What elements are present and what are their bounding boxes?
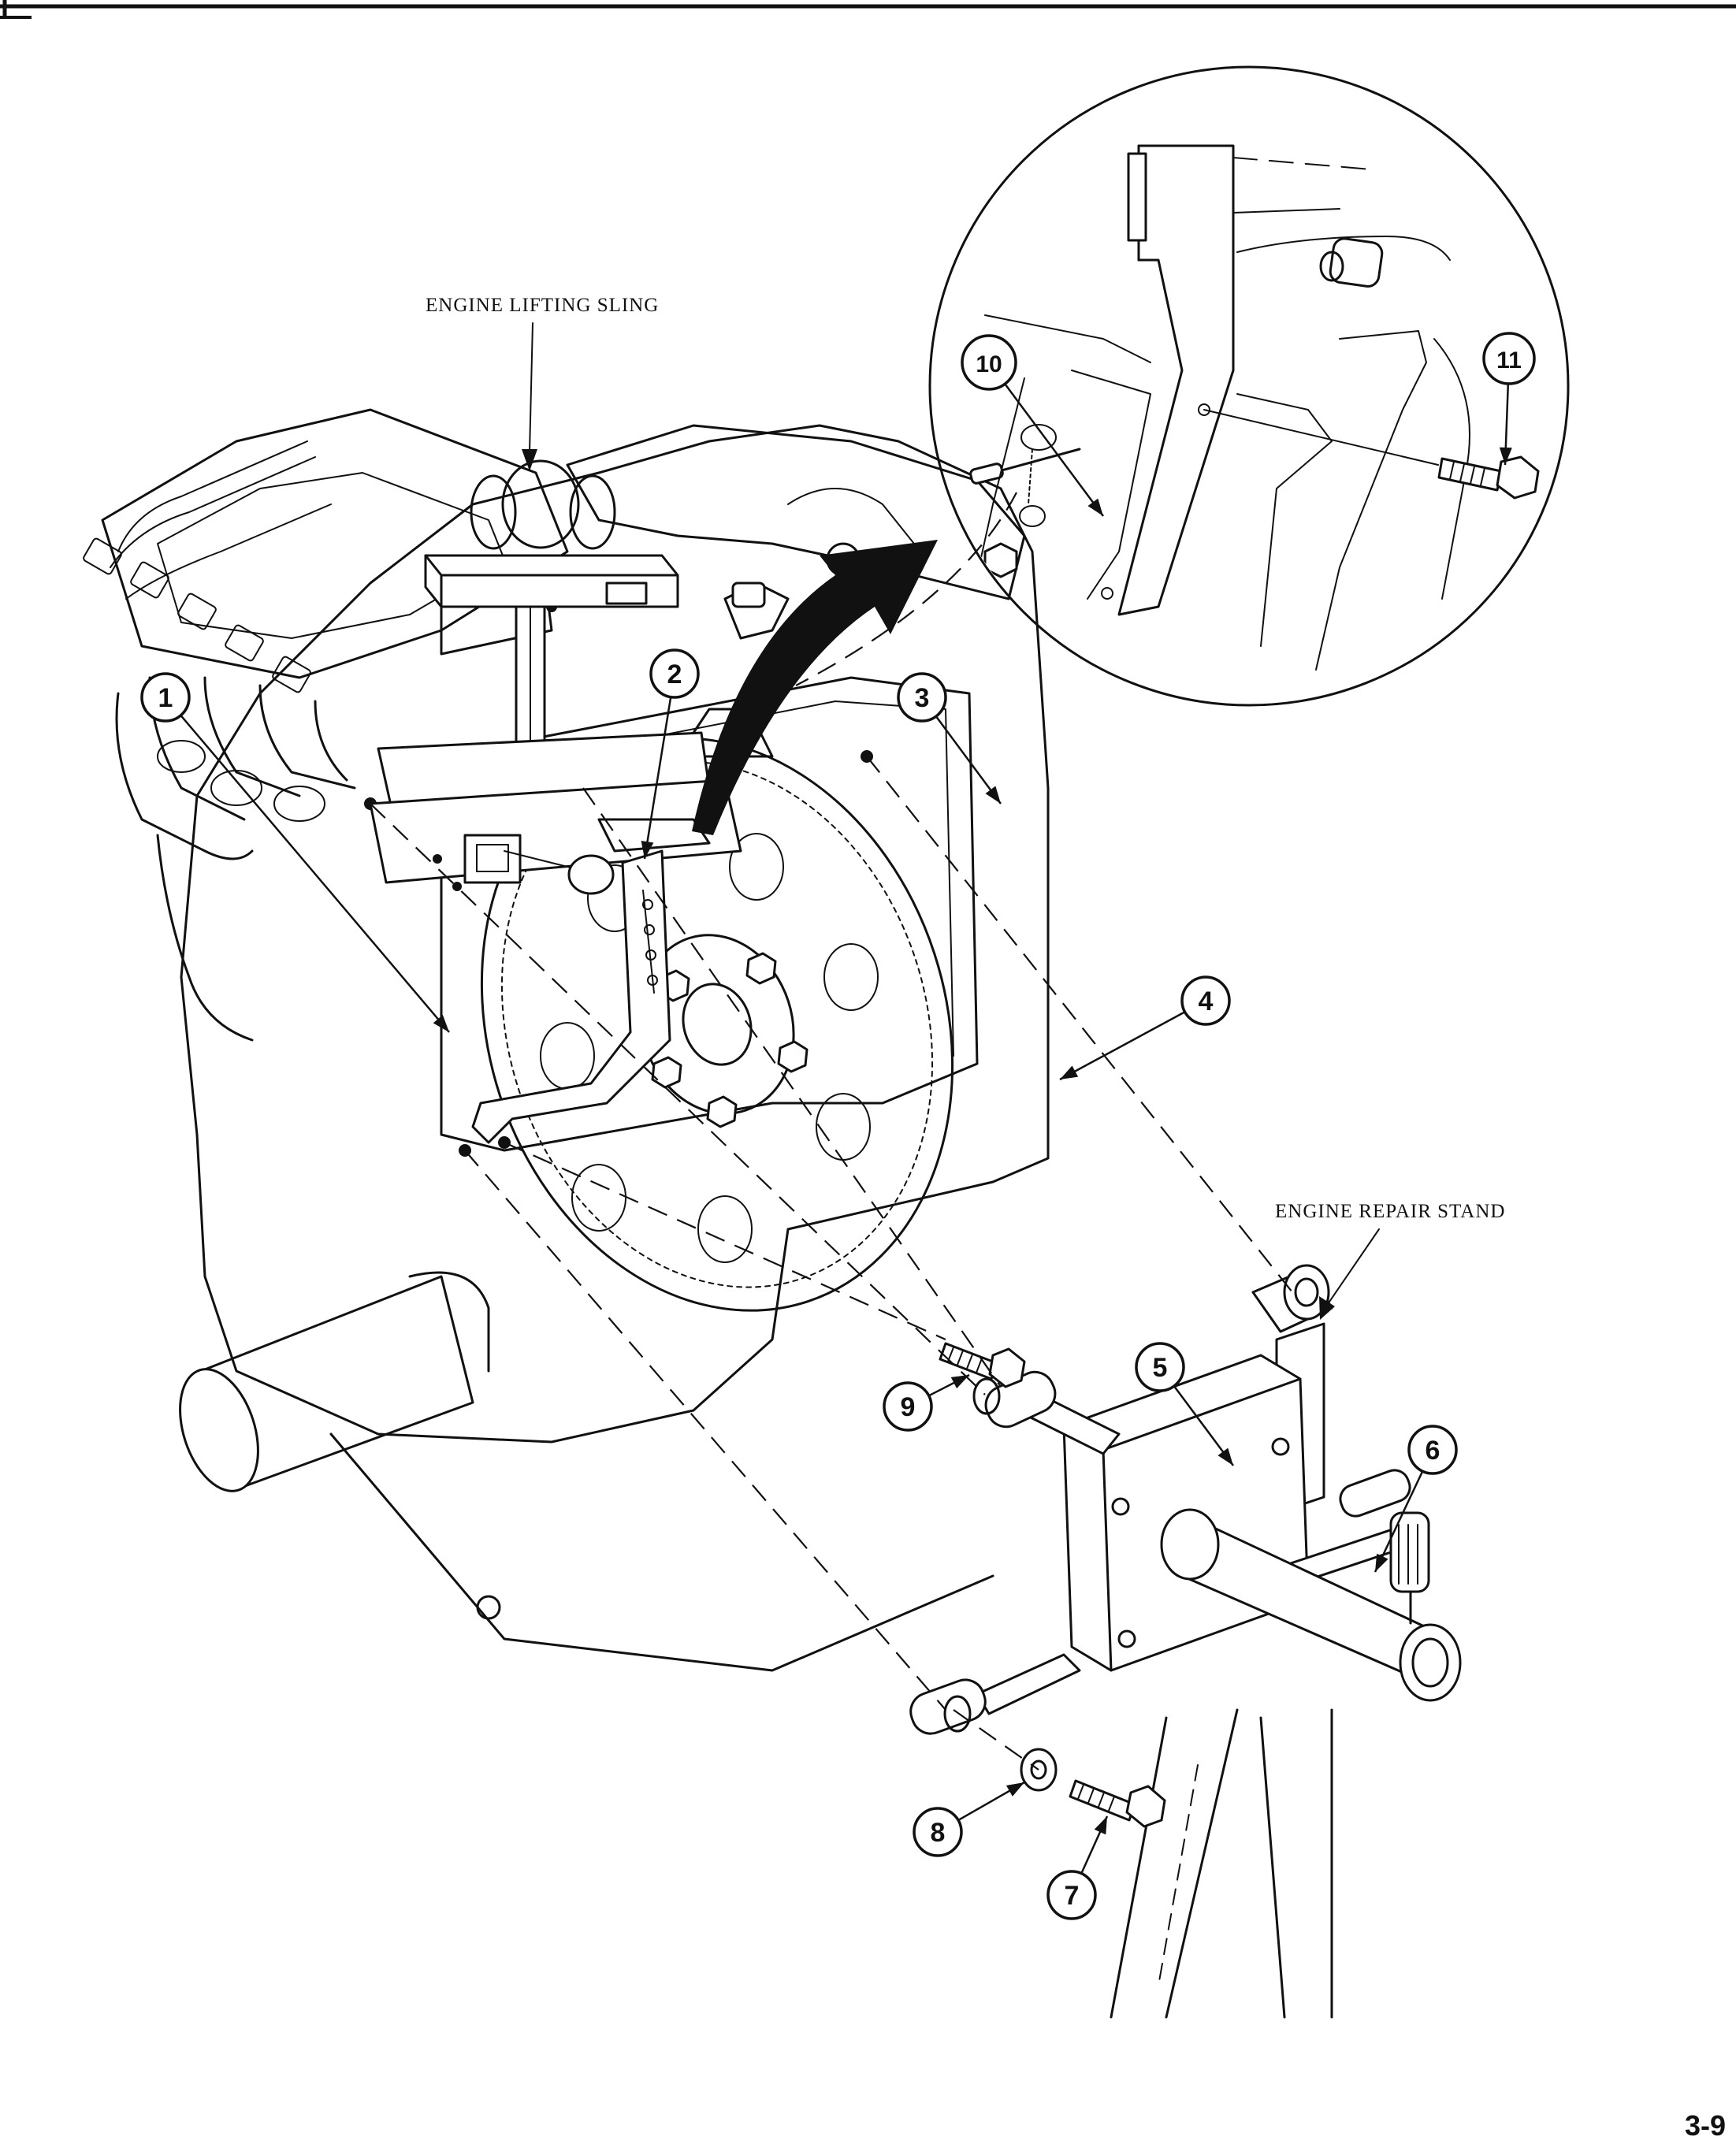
callout-4-circle	[1180, 975, 1231, 1026]
callout-7-arrowhead	[1094, 1816, 1107, 1835]
callout-layer: 1 2 3 4 5 6 7 8 9 10 11	[140, 332, 1536, 1920]
lifting-sling-label: ENGINE LIFTING SLING	[426, 295, 659, 316]
callout-11-number: 11	[1496, 347, 1522, 373]
detail-bolt	[1437, 455, 1540, 500]
callout-8: 8	[913, 1781, 1025, 1857]
callout-10-number: 10	[976, 351, 1002, 377]
page-number: 3-9	[1685, 2109, 1726, 2140]
callout-2-circle	[649, 648, 700, 699]
callout-1-arrowhead	[433, 1015, 449, 1032]
callout-9-circle	[883, 1381, 933, 1432]
callout-2-number: 2	[667, 660, 682, 689]
callout-1-leader	[180, 715, 450, 1033]
callout-6-arrowhead	[1375, 1553, 1388, 1572]
callout-10-arrowhead	[1087, 498, 1103, 516]
flywheel-holes	[540, 833, 879, 1263]
quick-release-pin	[795, 424, 1081, 686]
callout-4-number: 4	[1199, 987, 1214, 1016]
callout-4-leader	[1059, 1011, 1186, 1081]
callout-9: 9	[883, 1373, 970, 1432]
callout-1-number: 1	[158, 683, 173, 713]
callout-2-arrowhead	[641, 841, 654, 859]
detail-arrow	[692, 540, 938, 835]
engine-repair-stand	[909, 1264, 1462, 2019]
callout-10: 10	[961, 334, 1105, 517]
callout-7-number: 7	[1065, 1881, 1080, 1911]
callout-8-circle	[913, 1807, 963, 1857]
callout-3-circle	[897, 672, 947, 723]
callout-10-leader	[1004, 383, 1105, 517]
callout-6: 6	[1374, 1425, 1458, 1573]
page-border-mark	[0, 0, 1736, 19]
callout-4-arrowhead	[1060, 1065, 1079, 1079]
mounting-bolt-9	[939, 1342, 1026, 1388]
callout-5-arrowhead	[1217, 1447, 1233, 1466]
detail-view	[928, 65, 1570, 707]
callout-3-leader	[935, 715, 1002, 804]
callout-8-number: 8	[931, 1818, 946, 1848]
callout-11-arrowhead	[1499, 447, 1512, 465]
callout-2-leader	[643, 697, 672, 860]
callout-8-arrowhead	[1006, 1782, 1024, 1797]
callout-1: 1	[140, 672, 450, 1033]
callout-11-circle	[1482, 332, 1536, 385]
callout-6-circle	[1407, 1425, 1458, 1475]
oil-filter	[179, 1271, 490, 1492]
lifting-bracket	[471, 849, 671, 1149]
callout-11: 11	[1482, 332, 1536, 466]
callout-4: 4	[1059, 975, 1231, 1081]
callout-6-number: 6	[1426, 1436, 1440, 1466]
callout-3-number: 3	[915, 683, 930, 713]
callout-6-leader	[1374, 1470, 1424, 1573]
callout-3-arrowhead	[985, 786, 1001, 804]
callout-5: 5	[1135, 1342, 1235, 1466]
alignment-lines	[370, 756, 1293, 1771]
callout-5-number: 5	[1153, 1353, 1168, 1383]
callout-2: 2	[641, 648, 700, 860]
callout-3: 3	[897, 672, 1002, 804]
mounting-bolt-7	[1069, 1779, 1166, 1828]
callout-9-arrowhead	[950, 1375, 969, 1389]
callout-7: 7	[1046, 1815, 1109, 1920]
callout-10-circle	[961, 334, 1017, 391]
callout-5-circle	[1135, 1342, 1185, 1392]
callout-7-circle	[1046, 1870, 1097, 1920]
label-arrows	[522, 322, 1380, 1320]
repair-stand-label: ENGINE REPAIR STAND	[1275, 1201, 1505, 1222]
callout-9-number: 9	[901, 1392, 916, 1422]
callout-1-circle	[140, 672, 191, 723]
